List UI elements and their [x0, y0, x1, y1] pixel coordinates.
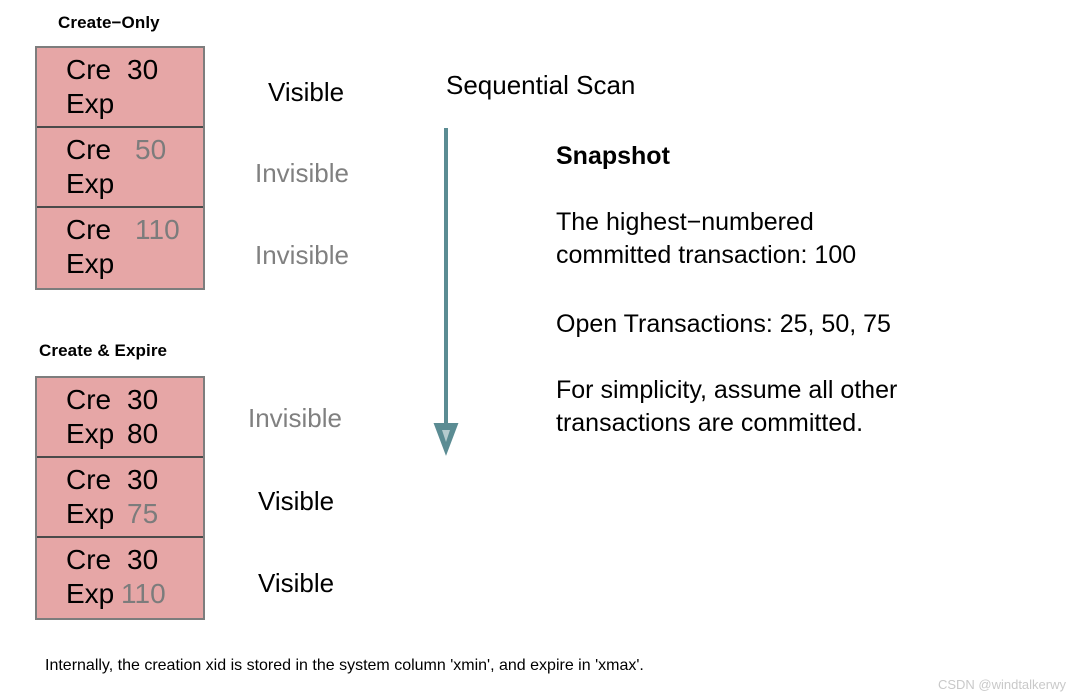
tuple-create-line: Cre 50 — [37, 133, 203, 167]
table-row: Cre 50 Exp — [37, 128, 203, 208]
snapshot-note: For simplicity, assume all other transac… — [556, 376, 898, 437]
sequential-scan-title: Sequential Scan — [446, 70, 636, 100]
create-only-caption: Create−Only — [58, 13, 160, 32]
visibility-verdict: Visible — [258, 486, 335, 516]
snapshot-open-transactions: Open Transactions: 25, 50, 75 — [556, 310, 891, 338]
tuple-create-line: Cre 30 — [37, 463, 203, 497]
visibility-verdict: Invisible — [255, 240, 349, 270]
table-row: Cre 30 Exp 110 — [37, 538, 203, 618]
tuple-create-line: Cre 30 — [37, 383, 203, 417]
tuple-expire-line: Exp — [37, 247, 203, 281]
create-value: 30 — [127, 54, 159, 85]
create-label: Cre — [66, 464, 112, 495]
create-value: 50 — [135, 134, 167, 165]
create-label: Cre — [66, 384, 112, 415]
create-expire-tuple-table: Cre 30 Exp 80 Cre 30 Exp 75 Cre 30 Exp 1… — [35, 376, 205, 620]
create-value: 30 — [127, 464, 159, 495]
tuple-expire-line: Exp — [37, 167, 203, 201]
table-row: Cre 110 Exp — [37, 208, 203, 288]
down-arrow-icon — [433, 128, 459, 456]
create-value: 30 — [127, 544, 159, 575]
create-label: Cre — [66, 134, 112, 165]
create-label: Cre — [66, 544, 112, 575]
footnote: Internally, the creation xid is stored i… — [45, 657, 644, 674]
expire-label: Exp — [66, 418, 115, 449]
tuple-expire-line: Exp 75 — [37, 497, 203, 531]
expire-label: Exp — [66, 168, 115, 199]
table-row: Cre 30 Exp — [37, 48, 203, 128]
visibility-verdict: Invisible — [248, 403, 342, 433]
create-value: 30 — [127, 384, 159, 415]
create-value: 110 — [135, 214, 180, 245]
expire-label: Exp — [66, 248, 115, 279]
visibility-verdict: Visible — [258, 568, 335, 598]
create-only-tuple-table: Cre 30 Exp Cre 50 Exp Cre 110 Exp — [35, 46, 205, 290]
expire-value: 110 — [121, 578, 166, 609]
tuple-expire-line: Exp 80 — [37, 417, 203, 451]
tuple-create-line: Cre 110 — [37, 213, 203, 247]
tuple-create-line: Cre 30 — [37, 53, 203, 87]
expire-label: Exp — [66, 498, 115, 529]
create-label: Cre — [66, 214, 112, 245]
snapshot-highest-committed: The highest−numbered committed transacti… — [556, 208, 857, 269]
visibility-verdict: Invisible — [255, 158, 349, 188]
snapshot-heading: Snapshot — [556, 142, 670, 170]
watermark: CSDN @windtalkerwy — [937, 677, 1066, 692]
table-row: Cre 30 Exp 80 — [37, 378, 203, 458]
expire-value: 80 — [127, 418, 159, 449]
expire-value: 75 — [127, 498, 159, 529]
tuple-expire-line: Exp — [37, 87, 203, 121]
tuple-expire-line: Exp 110 — [37, 577, 203, 611]
create-expire-caption: Create & Expire — [39, 341, 168, 360]
expire-label: Exp — [66, 578, 115, 609]
visibility-verdict: Visible — [268, 77, 345, 107]
table-row: Cre 30 Exp 75 — [37, 458, 203, 538]
create-label: Cre — [66, 54, 112, 85]
expire-label: Exp — [66, 88, 115, 119]
tuple-create-line: Cre 30 — [37, 543, 203, 577]
